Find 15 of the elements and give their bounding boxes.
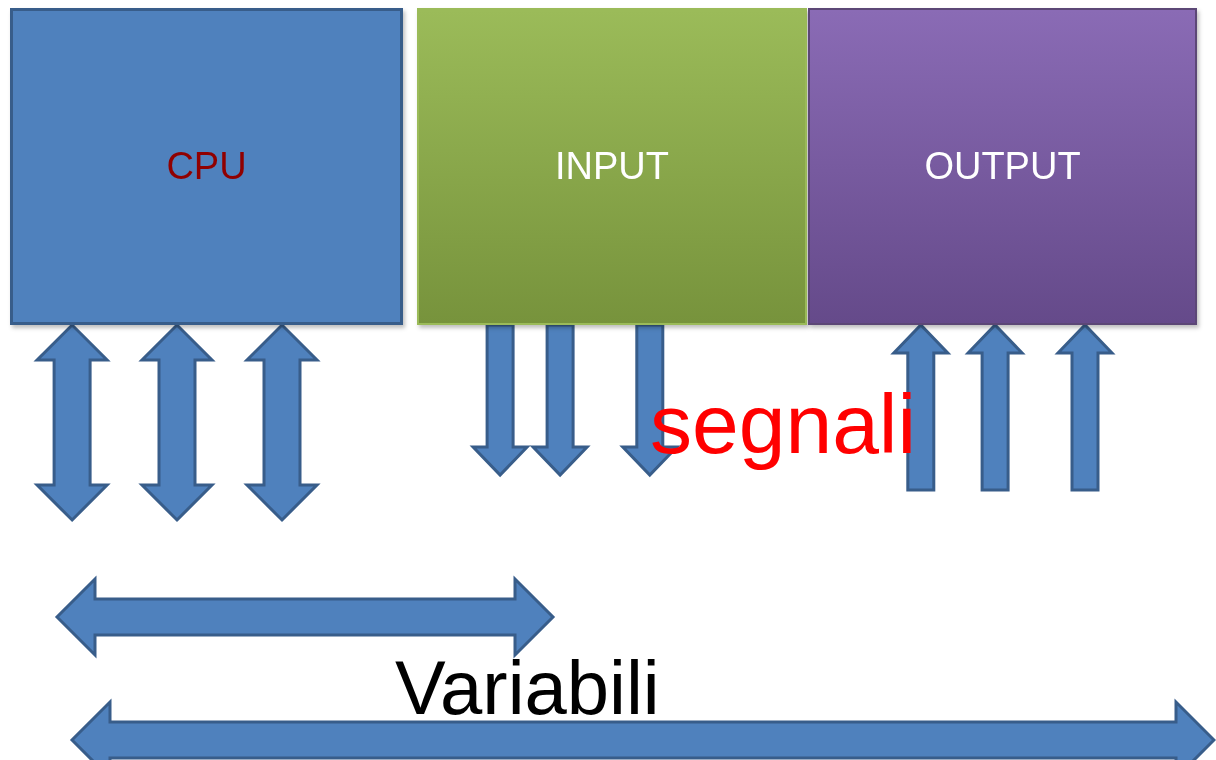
block-arrow — [469, 323, 531, 478]
output-box — [808, 8, 1197, 325]
box-label: INPUT — [555, 145, 669, 188]
block-arrow — [1054, 322, 1116, 492]
block-arrow — [138, 322, 216, 523]
block-arrow — [964, 322, 1026, 492]
box-label: OUTPUT — [924, 145, 1081, 188]
block-arrow — [529, 323, 591, 478]
annotation-text: Variabili — [395, 650, 660, 726]
cpu-box — [10, 8, 403, 325]
block-arrow — [243, 322, 321, 523]
input-box — [417, 8, 807, 325]
box-label: CPU — [166, 145, 247, 188]
block-arrow — [33, 322, 111, 523]
block-arrow — [890, 322, 952, 492]
